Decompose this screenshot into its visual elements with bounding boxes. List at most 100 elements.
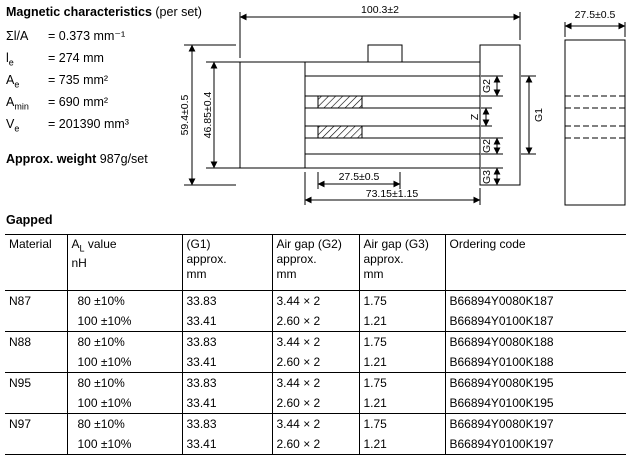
g1-cell: 33.41 [182, 393, 273, 414]
table-row: 100 ±10% 33.41 2.60 × 2 1.21 B66894Y0100… [5, 393, 626, 414]
gap-label-g3: G3 [481, 170, 493, 184]
table-row: 100 ±10% 33.41 2.60 × 2 1.21 B66894Y0100… [5, 434, 626, 455]
ordering-code-cell: B66894Y0080K195 [449, 376, 554, 390]
header-g3-line2: approx. [363, 252, 404, 266]
gapped-section-title: Gapped [6, 213, 53, 227]
ordering-code-cell: B66894Y0100K187 [445, 311, 626, 332]
air-gap-shim-lower [317, 125, 363, 139]
header-g1-line1: (G1) [186, 237, 211, 251]
core-top-limb [304, 61, 481, 77]
magnetic-characteristics-title: Magnetic characteristics (per set) [6, 5, 202, 19]
header-g3-line1: Air gap (G3) [363, 237, 429, 251]
g1-cell: 33.83 [182, 290, 273, 311]
magnetic-title-note: (per set) [155, 5, 202, 19]
dimension-lines [188, 13, 626, 204]
gapped-table-header: Material AL value nH (G1) approx. mm Air… [5, 234, 626, 291]
header-material-label: Material [9, 237, 52, 251]
magnetic-param-row: le = 274 mm [6, 50, 202, 72]
param-value: = 735 mm² [48, 73, 109, 87]
header-g2: Air gap (G2) approx. mm [272, 234, 360, 291]
al-value-cell: 100 ±10% [67, 311, 183, 332]
header-al-line1: AL value [71, 237, 117, 254]
air-gap-shim-upper [317, 95, 363, 109]
header-g1-line3: mm [186, 267, 207, 281]
g2-cell: 3.44 × 2 [272, 290, 360, 311]
g1-cell: 33.83 [182, 331, 273, 352]
g2-cell: 2.60 × 2 [272, 311, 360, 332]
header-material: Material [5, 234, 68, 291]
material-cell: N97 [5, 413, 68, 455]
header-g2-line3: mm [276, 267, 297, 281]
core-left-yoke [239, 61, 306, 169]
g2-cell: 3.44 × 2 [272, 372, 360, 393]
dim-inner-width-label: 27.5±0.5 [339, 171, 380, 183]
param-symbol: Ae [6, 73, 20, 90]
g3-cell: 1.75 [359, 331, 446, 352]
table-row: N95 80 ±10% 33.83 3.44 × 2 1.75 B66894Y0… [5, 372, 626, 414]
gap-label-g2-top: G2 [481, 79, 493, 93]
header-g2-line2: approx. [276, 252, 317, 266]
header-g3-line3: mm [363, 267, 384, 281]
header-g1: (G1) approx. mm [182, 234, 273, 291]
header-ordering-code: Ordering code [445, 234, 626, 291]
param-value: = 690 mm² [48, 95, 109, 109]
g3-cell: 1.75 [359, 372, 446, 393]
gap-label-g1: G1 [533, 108, 545, 122]
magnetic-param-row: Ae = 735 mm² [6, 72, 202, 94]
side-view-outline [564, 39, 626, 206]
g2-cell: 2.60 × 2 [272, 434, 360, 455]
table-row: N97 80 ±10% 33.83 3.44 × 2 1.75 B66894Y0… [5, 413, 626, 455]
header-al-value: AL value nH [67, 234, 183, 291]
header-g3: Air gap (G3) approx. mm [359, 234, 446, 291]
technical-drawing: 100.3±2 59.4±0.5 46.85±0.4 27.5±0.5 73.1… [179, 4, 626, 206]
g1-cell: 33.41 [182, 434, 273, 455]
magnetic-characteristics-section: Magnetic characteristics (per set) Σl/A … [6, 5, 202, 166]
g3-cell: 1.21 [359, 434, 446, 455]
ordering-code-cell: B66894Y0080K188 [449, 335, 554, 349]
gapped-table: Material AL value nH (G1) approx. mm Air… [5, 234, 626, 455]
g2-cell: 2.60 × 2 [272, 393, 360, 414]
table-group-n88: N88 80 ±10% 33.83 3.44 × 2 1.75 B66894Y0… [5, 331, 626, 373]
magnetic-param-row: Ve = 201390 mm³ [6, 116, 202, 138]
dim-total-width-label: 100.3±2 [361, 4, 399, 16]
g1-cell: 33.83 [182, 413, 273, 434]
table-row: N87 80 ±10% 33.83 3.44 × 2 1.75 B66894Y0… [5, 290, 626, 332]
param-symbol: Amin [6, 95, 29, 112]
ordering-code-cell: B66894Y0100K197 [445, 434, 626, 455]
g1-cell: 33.41 [182, 352, 273, 373]
magnetic-param-row: Amin = 690 mm² [6, 94, 202, 116]
approx-weight-row: Approx. weight 987g/set [6, 152, 202, 166]
param-value: = 0.373 mm⁻¹ [48, 29, 126, 43]
material-cell: N95 [5, 372, 68, 414]
weight-value: 987g/set [99, 152, 148, 166]
core-side-view [564, 39, 626, 206]
table-group-n87: N87 80 ±10% 33.83 3.44 × 2 1.75 B66894Y0… [5, 290, 626, 332]
table-row: 100 ±10% 33.41 2.60 × 2 1.21 B66894Y0100… [5, 311, 626, 332]
al-value-cell: 80 ±10% [67, 290, 183, 311]
ordering-code-cell: B66894Y0080K197 [449, 417, 554, 431]
weight-label: Approx. weight [6, 152, 97, 166]
core-bottom-limb [304, 153, 481, 169]
header-g2-line1: Air gap (G2) [276, 237, 342, 251]
table-group-n95: N95 80 ±10% 33.83 3.44 × 2 1.75 B66894Y0… [5, 372, 626, 414]
magnetic-param-row: Σl/A = 0.373 mm⁻¹ [6, 28, 202, 50]
g2-cell: 3.44 × 2 [272, 413, 360, 434]
param-symbol: Ve [6, 117, 20, 134]
al-value-cell: 100 ±10% [67, 393, 183, 414]
material-cell: N88 [5, 331, 68, 373]
gap-label-g2-bottom: G2 [481, 139, 493, 153]
param-symbol: le [6, 51, 14, 68]
ordering-code-cell: B66894Y0100K188 [445, 352, 626, 373]
param-symbol: Σl/A [6, 29, 29, 43]
g3-cell: 1.75 [359, 290, 446, 311]
g3-cell: 1.21 [359, 311, 446, 332]
param-value: = 274 mm [48, 51, 104, 65]
header-g1-line2: approx. [186, 252, 227, 266]
table-row: N88 80 ±10% 33.83 3.44 × 2 1.75 B66894Y0… [5, 331, 626, 373]
gap-label-z: Z [469, 113, 481, 120]
table-row: 100 ±10% 33.41 2.60 × 2 1.21 B66894Y0100… [5, 352, 626, 373]
g2-cell: 3.44 × 2 [272, 331, 360, 352]
table-group-n97: N97 80 ±10% 33.83 3.44 × 2 1.75 B66894Y0… [5, 413, 626, 455]
al-value-cell: 80 ±10% [67, 372, 183, 393]
